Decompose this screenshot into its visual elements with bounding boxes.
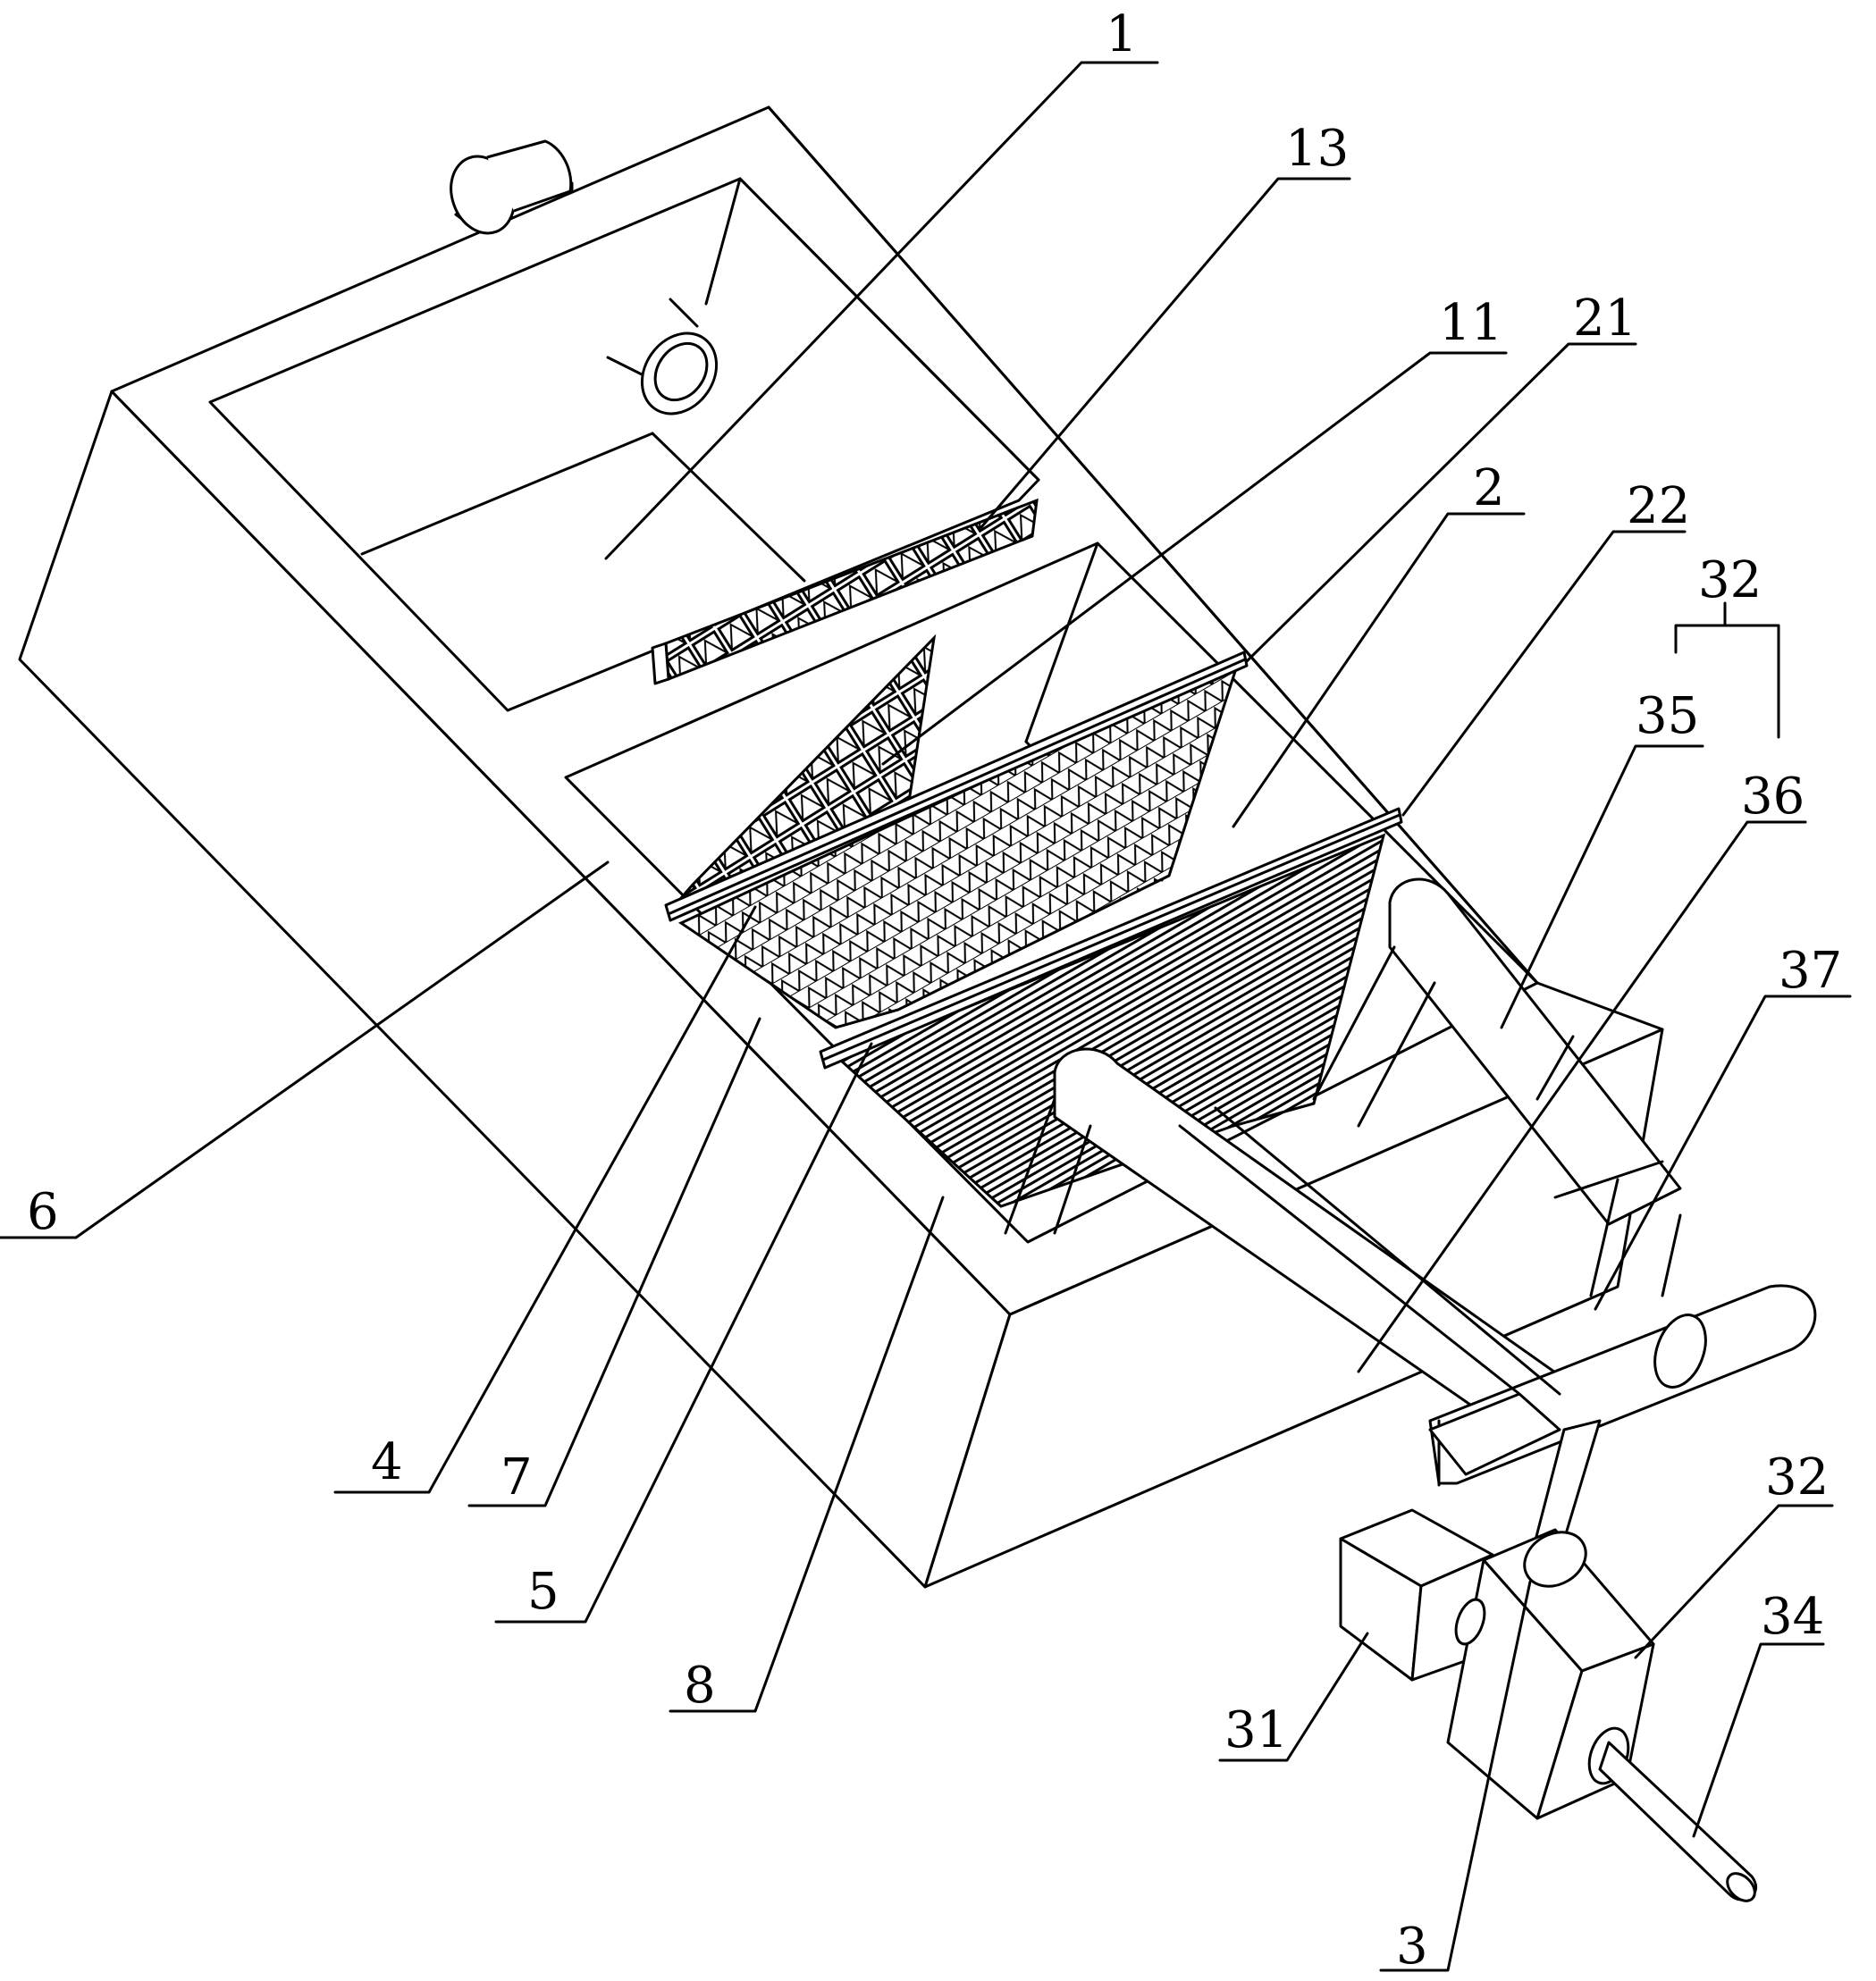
label-3: 3 <box>1396 1918 1428 1976</box>
pipe-frame <box>1004 877 1817 1557</box>
label-32: 32 <box>1765 1448 1829 1507</box>
label-31: 31 <box>1224 1701 1288 1759</box>
label-5: 5 <box>527 1563 559 1621</box>
label-4: 4 <box>371 1433 403 1491</box>
label-7: 7 <box>501 1448 533 1507</box>
filter-grid-13 <box>651 498 1039 685</box>
mesh-screen-21 <box>664 651 1249 1029</box>
pipe-35 <box>1388 877 1682 1226</box>
label-2: 2 <box>1473 459 1505 517</box>
label-6: 6 <box>27 1183 59 1241</box>
leader-lines <box>0 61 1852 1972</box>
label-8: 8 <box>684 1657 716 1715</box>
label-13: 13 <box>1285 120 1349 178</box>
label-22: 22 <box>1627 477 1690 535</box>
label-36: 36 <box>1741 768 1804 826</box>
label-32-top: 32 <box>1698 551 1762 609</box>
pump-assembly <box>1339 1508 1758 1902</box>
label-34: 34 <box>1761 1588 1824 1646</box>
label-35: 35 <box>1636 687 1699 745</box>
labels: 1 13 11 21 2 22 32 35 36 37 6 4 7 5 8 31… <box>27 5 1842 1976</box>
label-37: 37 <box>1779 942 1842 1000</box>
inlet-pipe <box>450 139 574 235</box>
flange-icon <box>1523 1531 1587 1588</box>
fin-pack-22 <box>819 807 1403 1208</box>
label-1: 1 <box>1106 5 1138 63</box>
label-21: 21 <box>1573 290 1636 348</box>
compartment-1 <box>208 177 1040 712</box>
label-11: 11 <box>1439 294 1502 352</box>
